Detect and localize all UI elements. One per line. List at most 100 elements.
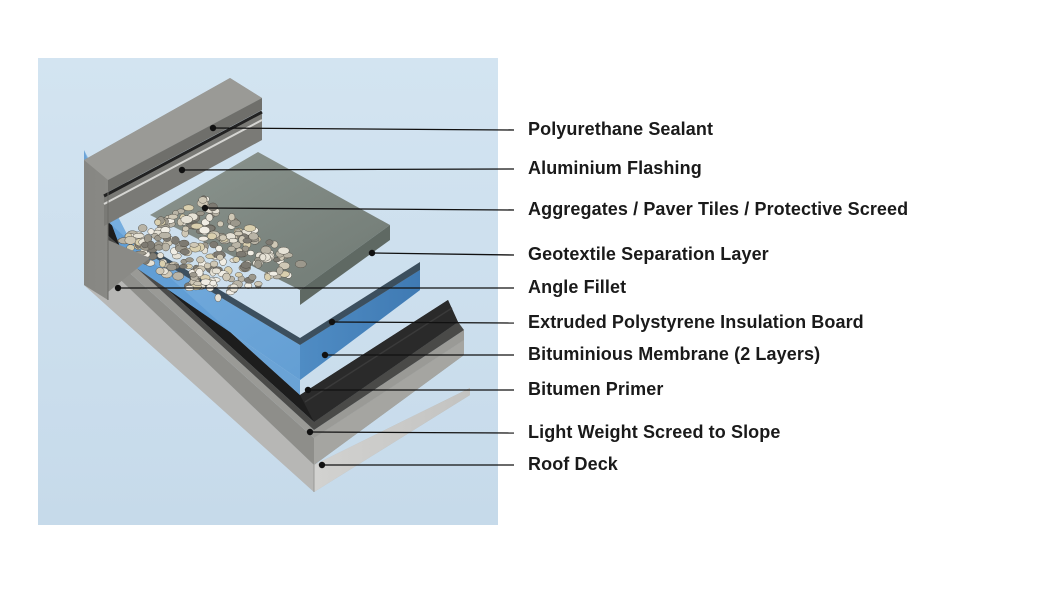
pebble [208, 202, 218, 212]
pebble [214, 293, 222, 302]
pebble [138, 224, 148, 232]
pebble [259, 253, 267, 262]
pebble [273, 257, 281, 263]
pebble [154, 244, 164, 251]
pebble [242, 237, 253, 244]
leader-dot [318, 461, 326, 469]
pebble [254, 259, 263, 269]
pebble [217, 220, 224, 228]
layer-label: Extruded Polystyrene Insulation Board [528, 312, 864, 332]
pebble [222, 272, 231, 282]
leader-line [309, 431, 515, 434]
layer-label: Aggregates / Paver Tiles / Protective Sc… [528, 199, 909, 219]
pebble [196, 256, 205, 264]
pebble [158, 231, 172, 239]
pebble [198, 236, 209, 242]
paver-top [150, 152, 390, 290]
leader-lines [114, 124, 515, 469]
pebble [196, 210, 205, 216]
layer-label: Light Weight Screed to Slope [528, 422, 781, 442]
layer-label: Bitumen Primer [528, 379, 664, 399]
pebble [254, 281, 263, 287]
pebble [209, 241, 219, 249]
geotextile-layer [150, 248, 420, 345]
pebble [265, 239, 274, 246]
pebble [207, 232, 217, 240]
pebble [248, 232, 259, 241]
leader-dot [321, 351, 329, 359]
leader-dot [328, 318, 336, 326]
pebble [210, 260, 219, 268]
pebble [193, 281, 202, 286]
pebble [179, 263, 188, 269]
pebble [198, 196, 208, 204]
pebble [294, 260, 307, 269]
pebble [240, 261, 252, 269]
pebble [180, 215, 193, 224]
pebble [161, 242, 170, 252]
leader-line [181, 168, 515, 171]
layer-label: Aluminium Flashing [528, 158, 702, 178]
pebble [154, 219, 162, 226]
leader-line [212, 127, 515, 131]
pebble [190, 223, 204, 230]
pebble [155, 267, 165, 275]
pebble [276, 266, 284, 275]
angle-fillet [108, 240, 150, 292]
pebble [156, 252, 164, 259]
leader-line [371, 252, 515, 256]
pebble [189, 272, 198, 278]
pebble [166, 263, 178, 271]
pebble [233, 231, 243, 237]
layer-label: Angle Fillet [528, 277, 627, 297]
pebble [216, 254, 224, 261]
pebble [124, 235, 137, 245]
layer-label: Polyurethane Sealant [528, 119, 714, 139]
pebble [167, 213, 179, 220]
layer-label: Geotextile Separation Layer [528, 244, 769, 264]
pebble [132, 233, 145, 239]
leader-dot [368, 249, 376, 257]
pebble [171, 236, 180, 245]
pebble [189, 242, 199, 248]
pebble [183, 204, 195, 212]
pebble [172, 271, 184, 281]
pebble [232, 256, 240, 263]
pebble [205, 213, 214, 222]
leader-dot [209, 124, 217, 132]
leader-dot [201, 204, 209, 212]
pebble [198, 226, 211, 235]
leader-line [204, 207, 515, 211]
pebble [215, 245, 223, 252]
primer-layer [84, 214, 464, 430]
layer-label: Bituminious Membrane (2 Layers) [528, 344, 821, 364]
pebble [235, 251, 247, 258]
pebble [211, 267, 221, 275]
leader-dot [304, 386, 312, 394]
pebble [159, 260, 166, 268]
pebble [141, 241, 149, 249]
pebble [230, 219, 241, 227]
layer-label: Roof Deck [528, 454, 618, 474]
pebble [178, 239, 190, 247]
pebble [182, 225, 190, 232]
pebble [185, 257, 194, 263]
aggregate-pebbles [117, 195, 307, 302]
pebble [200, 278, 212, 286]
pebble [179, 248, 190, 255]
leader-dot [114, 284, 122, 292]
pebble [247, 250, 255, 256]
pebble [277, 246, 290, 255]
leader-line [331, 321, 515, 324]
pebble [209, 279, 217, 287]
pebble [234, 272, 243, 278]
pebble [219, 234, 227, 241]
leader-dot [178, 166, 186, 174]
pebble [248, 273, 257, 281]
pebble [147, 228, 155, 235]
leader-dot [306, 428, 314, 436]
pebble [243, 224, 257, 232]
pebble [241, 245, 250, 252]
